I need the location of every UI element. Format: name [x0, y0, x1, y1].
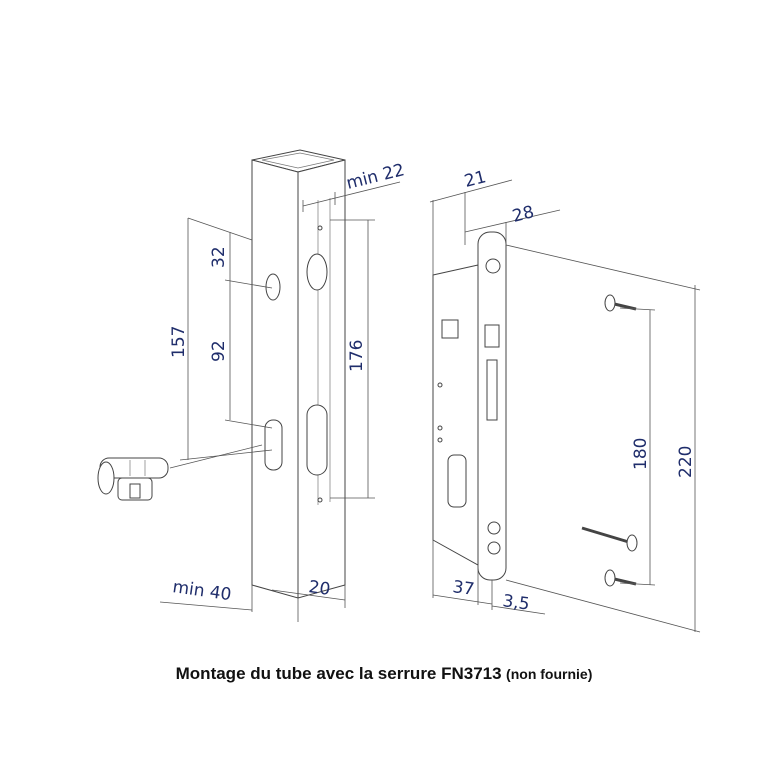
side-screw-bottom	[317, 497, 323, 503]
dim-32: 32	[209, 246, 229, 268]
faceplate-screw-top	[485, 258, 501, 274]
dim-28: 28	[510, 202, 536, 227]
tube-side-face	[297, 159, 346, 599]
screw-long	[581, 526, 638, 552]
dim-180: 180	[631, 438, 651, 470]
side-hole-top	[306, 253, 328, 291]
caption-sub: (non fournie)	[506, 666, 593, 682]
dim-176: 176	[347, 340, 367, 372]
dim-3-5: 3,5	[501, 591, 531, 615]
tube-inner-top	[261, 152, 335, 169]
follower-square	[441, 319, 459, 339]
side-screw-top	[317, 225, 323, 231]
cylinder-face	[97, 461, 115, 495]
screws	[581, 294, 638, 587]
case-hole-3	[437, 437, 443, 443]
faceplate-screw-bottom	[487, 541, 501, 555]
lock-case	[432, 264, 479, 566]
euro-cylinder	[97, 457, 169, 501]
deadbolt	[486, 359, 498, 421]
latch-bolt	[484, 324, 500, 348]
caption: Montage du tube avec la serrure FN3713 (…	[0, 664, 768, 684]
front-hole-cylinder	[264, 419, 283, 471]
dim-20: 20	[307, 577, 331, 600]
faceplate-screw-mid	[487, 521, 501, 535]
dim-37: 37	[451, 577, 475, 600]
case-hole-2	[437, 425, 443, 431]
mortise-lock	[432, 231, 507, 581]
dim-min40: min 40	[171, 577, 232, 605]
cylinder-cutout	[447, 454, 467, 508]
tube-front-face	[251, 159, 299, 599]
dim-21: 21	[462, 167, 488, 192]
dim-92: 92	[209, 340, 229, 362]
side-hole-cylinder	[306, 404, 328, 476]
dim-min22: min 22	[344, 160, 406, 194]
dimension-lines	[159, 179, 701, 633]
dim-157: 157	[169, 326, 189, 358]
cylinder-cam	[129, 483, 141, 499]
square-tube	[251, 149, 346, 599]
dim-220: 220	[676, 446, 696, 478]
screw-bottom	[604, 569, 637, 587]
case-hole-1	[437, 382, 443, 388]
caption-main: Montage du tube avec la serrure FN3713	[175, 664, 502, 683]
screw-top	[604, 294, 637, 312]
